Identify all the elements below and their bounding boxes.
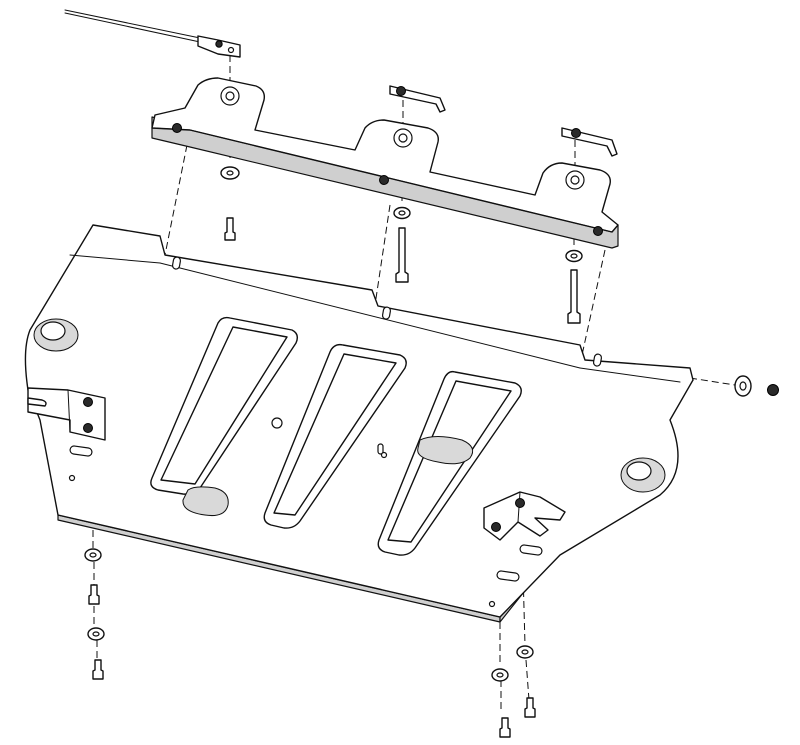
rail-nut-icon [379, 175, 389, 185]
rail-clips [389, 85, 618, 157]
rail-nut-icon [172, 123, 182, 133]
left-side-bracket [27, 387, 106, 441]
clip-nut-icon [396, 86, 406, 96]
long-bolt-icon [395, 227, 409, 283]
long-bolt-icon [567, 269, 581, 324]
skid-plate [24, 224, 694, 623]
cable-tie-clip [64, 9, 241, 58]
rail-nut-icon [593, 226, 603, 236]
clip-nut-icon [215, 40, 223, 48]
bolt-icon [524, 697, 536, 718]
bolt-icon [224, 217, 236, 241]
bolt-icon [88, 584, 100, 605]
mounting-bracket-rail [151, 77, 619, 249]
bracket-nut-icon [83, 423, 93, 433]
right-lower-bracket [483, 491, 566, 541]
bolt-icon [92, 659, 104, 680]
bracket-nut-icon [515, 498, 525, 508]
right-side-fasteners [734, 375, 779, 397]
bracket-nut-icon [83, 397, 93, 407]
bracket-nut-icon [491, 522, 501, 532]
side-nut-icon [767, 384, 779, 396]
bottom-fasteners [84, 548, 536, 738]
bolt-icon [499, 717, 511, 738]
rail-fasteners [220, 166, 583, 324]
clip-nut-icon [571, 128, 581, 138]
